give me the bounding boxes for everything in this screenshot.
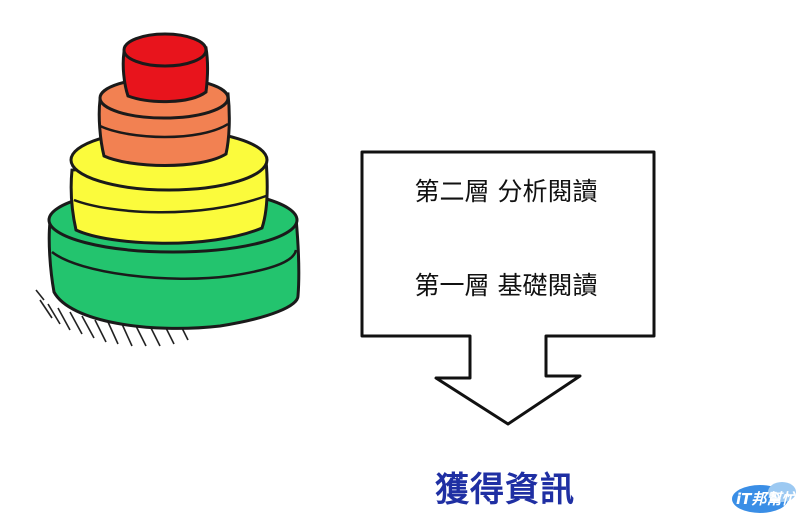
ithome-watermark-logo: iT邦幫忙 <box>730 480 798 516</box>
result-caption: 獲得資訊 <box>435 470 575 510</box>
callout-text-layer-1: 第一層 基礎閱讀 <box>414 271 598 300</box>
callout-text-layer-2: 第二層 分析閱讀 <box>414 177 598 206</box>
watermark-text: iT邦幫忙 <box>736 490 797 508</box>
tower-layer-top-red <box>121 32 209 104</box>
watermark-badge-icon <box>732 482 796 513</box>
layered-tower-illustration <box>35 32 301 347</box>
